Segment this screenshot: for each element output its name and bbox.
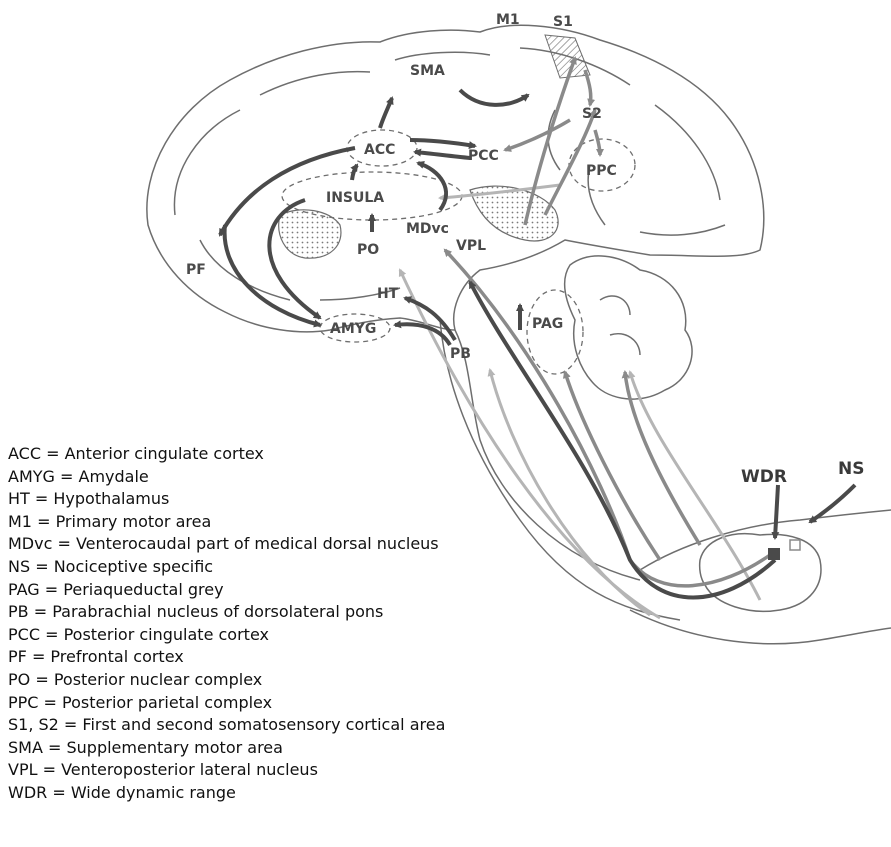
label-sma: SMA [410,63,445,79]
label-wdr: WDR [741,467,787,487]
mid-s2-to-ppc [595,130,600,155]
legend-item-s1-s2: S1, S2 = First and second somatosensory … [8,714,445,737]
label-m1: M1 [496,12,520,28]
legend-item-sma: SMA = Supplementary motor area [8,737,445,760]
dark-mdvc-to-acc [418,163,446,210]
label-insula: INSULA [326,190,384,206]
dark-acc-to-sma [380,98,392,128]
label-vpl: VPL [456,238,486,254]
label-acc: ACC [364,142,395,158]
legend-item-m1: M1 = Primary motor area [8,511,445,534]
wdr-neuron-marker [768,548,780,560]
ns-neuron-marker [790,540,800,550]
label-mdvc: MDvc [406,221,449,237]
dark-insula-to-acc [352,165,357,180]
abbreviation-legend: ACC = Anterior cingulate cortex AMYG = A… [8,443,445,805]
mid-s2-to-pcc [505,120,570,150]
label-s2: S2 [582,106,602,122]
dark-sma-to-m1 [460,90,528,105]
label-amyg: AMYG [330,321,376,337]
label-pf: PF [186,262,206,278]
legend-item-vpl: VPL = Venteroposterior lateral nucleus [8,759,445,782]
label-po: PO [357,242,379,258]
mid-tract-to-pag [565,372,660,560]
label-pb: PB [450,346,471,362]
mid-vpl-to-s1 [525,58,575,225]
legend-item-ns: NS = Nociceptive specific [8,556,445,579]
dark-acc-to-pcc [410,140,475,146]
legend-item-wdr: WDR = Wide dynamic range [8,782,445,805]
legend-item-po: PO = Posterior nuclear complex [8,669,445,692]
legend-item-pag: PAG = Periaqueductal grey [8,579,445,602]
legend-item-pb: PB = Parabrachial nucleus of dorsolatera… [8,601,445,624]
label-pcc: PCC [468,148,499,164]
wdr-arrow [775,485,778,538]
legend-item-pf: PF = Prefrontal cortex [8,646,445,669]
s1-hatched-area [545,35,590,78]
light-tract-to-pb [490,370,650,615]
label-ht: HT [377,286,399,302]
legend-item-pcc: PCC = Posterior cingulate cortex [8,624,445,647]
legend-item-mdvc: MDvc = Venterocaudal part of medical dor… [8,533,445,556]
legend-item-ppc: PPC = Posterior parietal complex [8,692,445,715]
label-s1: S1 [553,14,573,30]
label-pag: PAG [532,316,563,332]
legend-item-acc: ACC = Anterior cingulate cortex [8,443,445,466]
label-ns: NS [838,459,864,479]
label-ppc: PPC [586,163,617,179]
dark-pcc-to-acc [415,152,470,158]
legend-item-ht: HT = Hypothalamus [8,488,445,511]
legend-item-amyg: AMYG = Amydale [8,466,445,489]
pag-boundary [527,290,583,374]
